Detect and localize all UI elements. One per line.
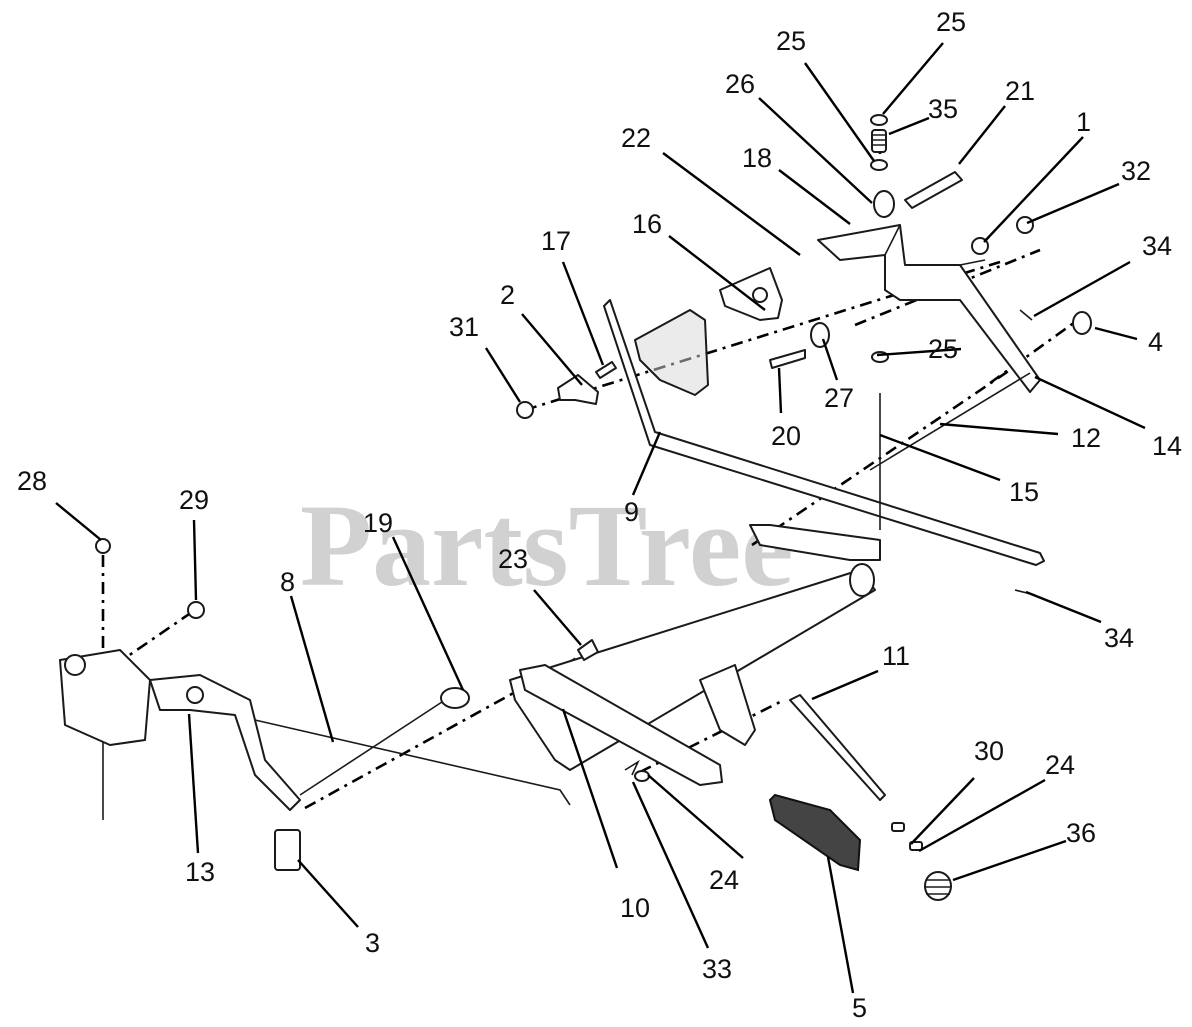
callout-25b: 25 (776, 26, 806, 56)
watermark: PartsTree (300, 480, 794, 611)
callout-4: 4 (1148, 327, 1163, 357)
callout-5: 5 (852, 993, 867, 1023)
leader-lines (55, 42, 1146, 994)
callout-19: 19 (363, 508, 393, 538)
callout-2: 2 (500, 280, 515, 310)
callout-12: 12 (1071, 423, 1101, 453)
callout-17: 17 (541, 226, 571, 256)
callout-26: 26 (725, 69, 755, 99)
callout-20: 20 (771, 421, 801, 451)
callout-1: 1 (1076, 107, 1091, 137)
upper-bracket-assembly (516, 114, 1092, 419)
callout-11: 11 (882, 641, 910, 671)
linkage-rods (102, 299, 1045, 820)
callout-25a: 25 (936, 7, 966, 37)
callout-9: 9 (624, 497, 639, 527)
callout-36: 36 (1066, 818, 1096, 848)
callout-13: 13 (185, 857, 215, 887)
callout-10: 10 (620, 893, 650, 923)
callout-34b: 34 (1142, 231, 1172, 261)
callout-15: 15 (1009, 477, 1039, 507)
callout-28: 28 (17, 466, 47, 496)
callout-25c: 25 (928, 334, 958, 364)
pedal-shaft-assembly (59, 309, 1036, 901)
callout-32: 32 (1121, 156, 1151, 186)
callout-34a: 34 (1104, 623, 1134, 653)
callout-35: 35 (928, 94, 958, 124)
callout-31: 31 (449, 312, 479, 342)
callout-33: 33 (702, 954, 732, 984)
callout-16: 16 (632, 209, 662, 239)
callouts: 1 2 3 4 5 8 9 10 11 12 13 14 15 16 17 18… (17, 7, 1182, 1023)
callout-21: 21 (1005, 76, 1035, 106)
callout-8: 8 (280, 567, 295, 597)
callout-18: 18 (742, 143, 772, 173)
callout-24b: 24 (1045, 750, 1075, 780)
callout-27: 27 (824, 383, 854, 413)
callout-22: 22 (621, 123, 651, 153)
callout-23: 23 (498, 544, 528, 574)
callout-29: 29 (179, 485, 209, 515)
callout-14: 14 (1152, 431, 1182, 461)
callout-24a: 24 (709, 865, 739, 895)
callout-3: 3 (365, 928, 380, 958)
callout-30: 30 (974, 736, 1004, 766)
